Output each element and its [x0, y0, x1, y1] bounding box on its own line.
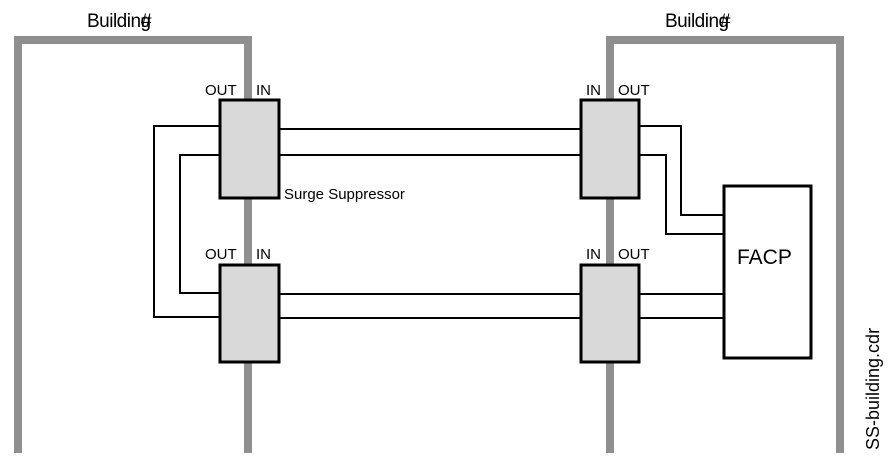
right-building-number: #: [720, 11, 731, 32]
right-top-in-label: IN: [586, 82, 601, 99]
right-building-text: Building: [665, 11, 729, 32]
file-name-label: SS-building.cdr: [863, 328, 883, 450]
left-outer-loop-wire: [153, 125, 220, 318]
facp-panel: [722, 184, 813, 360]
right-top-out-label: OUT: [618, 82, 650, 99]
left-top-in-label: IN: [256, 82, 271, 99]
left-bottom-out-label: OUT: [205, 246, 237, 263]
right-upper-facp-wire-b: [639, 154, 724, 235]
right-bottom-out-label: OUT: [618, 246, 650, 263]
left-bottom-in-label: IN: [256, 246, 271, 263]
facp-label: FACP: [737, 246, 792, 269]
right-building-label: Building #: [665, 11, 732, 32]
left-inner-loop-wire: [179, 154, 220, 294]
right-bottom-in-label: IN: [586, 246, 601, 263]
surge-suppressor-right-bottom: [579, 263, 641, 364]
left-top-out-label: OUT: [205, 82, 237, 99]
surge-suppressor-left-bottom: [218, 263, 281, 364]
left-building-wall: [14, 36, 252, 453]
left-building-text: Building: [87, 11, 151, 32]
left-building-label: Building #: [87, 11, 153, 32]
right-upper-facp-wire-a: [639, 125, 724, 216]
surge-suppressor-label: Surge Suppressor: [284, 186, 405, 203]
surge-suppressor-right-top: [579, 98, 641, 200]
left-building-number: #: [141, 11, 152, 32]
surge-suppressor-left-top: [218, 98, 281, 200]
right-building-wall: [606, 36, 844, 453]
